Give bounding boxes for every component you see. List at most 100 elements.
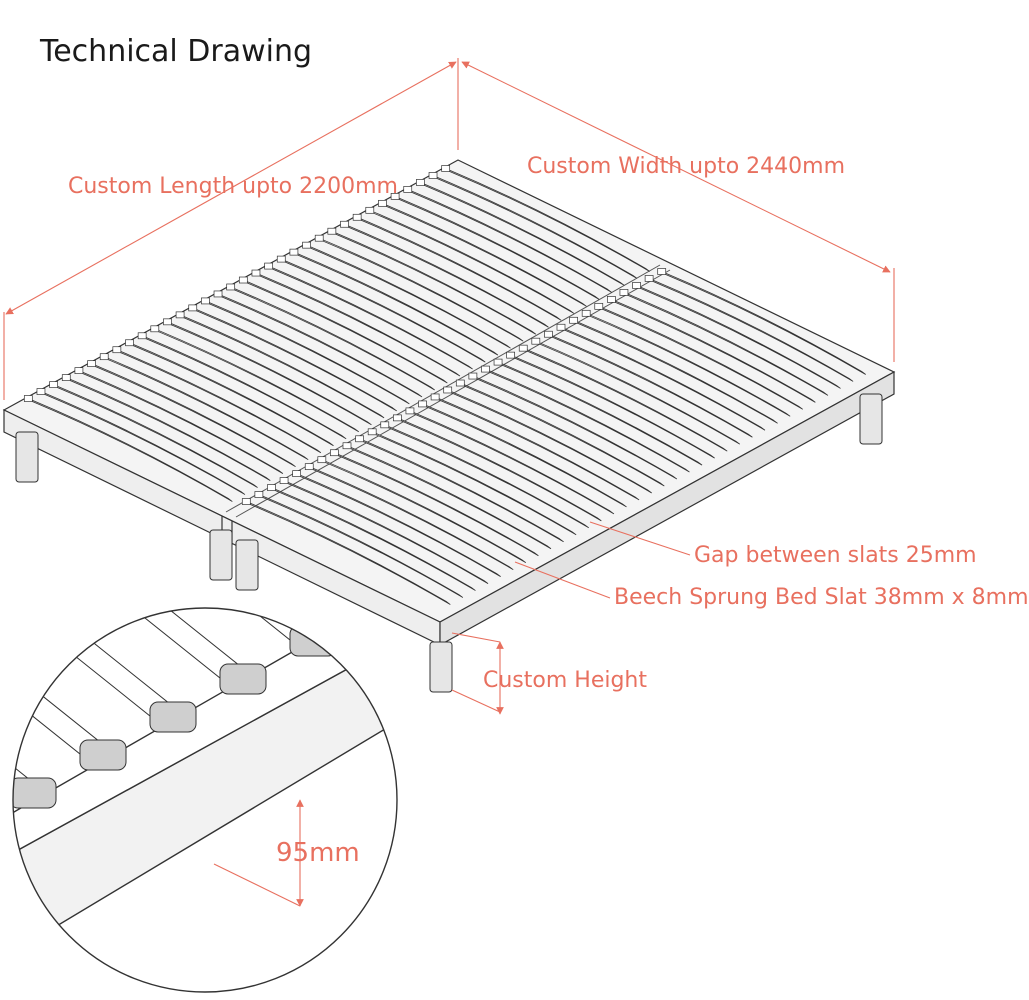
left-panel-slat-holder: [61, 374, 71, 381]
right-panel-slat: [522, 347, 728, 452]
right-panel-slat: [321, 459, 527, 564]
right-panel-slat: [422, 403, 627, 508]
left-panel-slat-holder: [99, 353, 109, 361]
right-panel-slat-holder: [443, 386, 453, 394]
right-panel-slat: [296, 473, 501, 577]
right-panel-slat-holder: [468, 372, 478, 380]
right-panel-slat-holder: [279, 477, 289, 484]
left-panel-slat-holder: [112, 346, 122, 354]
left-panel-slat-holder: [403, 186, 413, 193]
left-panel-slat-holder: [87, 360, 96, 368]
right-panel-slat-holder: [581, 309, 591, 317]
right-panel-slat-holder: [330, 449, 339, 457]
right-panel-slat-holder: [544, 330, 553, 338]
left-panel-slat-holder: [49, 381, 58, 388]
left-panel-slat: [28, 398, 233, 502]
left-panel-slat: [205, 300, 410, 405]
right-panel-slat: [585, 312, 791, 417]
right-panel-slat-holder: [518, 344, 528, 352]
right-panel-slat: [434, 396, 640, 501]
right-panel-slat-holder: [254, 491, 264, 498]
detail-slat-holder: [13, 777, 57, 809]
leg-back-right: [859, 393, 883, 445]
right-panel-slat-holder: [644, 275, 654, 282]
right-panel-slat: [308, 466, 514, 571]
right-panel-slat: [359, 438, 564, 543]
left-panel-slat-holder: [314, 234, 324, 242]
slat-label: Beech Sprung Bed Slat 38mm x 8mm: [614, 585, 1029, 610]
left-panel-slat-holder: [238, 276, 248, 284]
right-panel-slat-holder: [481, 365, 490, 373]
left-panel-slat-holder: [74, 367, 84, 374]
left-panel-slat-holder: [365, 206, 375, 214]
right-panel-slat: [560, 326, 766, 431]
right-panel-slat: [397, 417, 602, 522]
right-panel-slat-holder: [380, 421, 390, 429]
left-panel-slat: [129, 342, 334, 447]
detail-magnifier-circle: [12, 607, 398, 993]
right-panel-slat-holder: [493, 358, 503, 366]
right-panel-slat: [485, 368, 690, 473]
right-panel-slat-holder: [430, 393, 440, 401]
right-panel-slat-holder: [632, 282, 641, 289]
left-panel-slat: [192, 307, 397, 412]
left-panel-slat-holder: [251, 269, 261, 277]
left-panel-slat: [103, 356, 309, 461]
right-panel-slat: [346, 445, 552, 550]
detail-slat-holder: [79, 739, 127, 771]
leg-front-right: [429, 641, 453, 693]
right-panel-slat-holder: [455, 379, 465, 387]
legs: [15, 393, 883, 693]
left-panel-slat: [141, 335, 347, 440]
right-panel-slat: [283, 480, 489, 584]
right-panel-slat: [409, 410, 615, 515]
left-panel-slat-holder: [175, 311, 185, 319]
left-panel-slat-holder: [213, 290, 223, 298]
right-panel-slat-holder: [506, 351, 515, 359]
left-panel-slat: [78, 370, 284, 474]
left-panel-slat: [167, 321, 372, 426]
right-panel-slat: [535, 340, 741, 445]
detail-slat-holder: [219, 663, 267, 695]
right-panel-slat: [472, 375, 678, 480]
leg-front-left: [15, 431, 39, 483]
left-panel-slat: [53, 384, 258, 488]
right-panel-slat-holder: [657, 268, 667, 275]
left-panel-slat-holder: [201, 297, 210, 305]
right-panel-slat-holder: [619, 289, 629, 296]
frame-depth-label: 95mm: [276, 838, 360, 868]
leg-center-left: [209, 529, 233, 581]
right-panel-slat-holder: [418, 400, 427, 408]
left-panel-slat-holder: [302, 241, 311, 249]
leg-center-right: [235, 539, 259, 591]
right-panel-slat: [510, 354, 715, 459]
right-panel-slat: [271, 487, 476, 591]
right-panel-slat: [460, 382, 665, 487]
right-panel-slat-holder: [393, 414, 402, 422]
left-panel-slat-holder: [226, 283, 236, 291]
technical-drawing: Technical Drawing Custom Length upto 220…: [2, 34, 1029, 993]
left-panel-slat-holder: [428, 172, 438, 179]
left-panel-slat-holder: [289, 248, 299, 256]
right-panel-slat: [246, 501, 451, 605]
right-panel-slat: [384, 424, 590, 529]
left-panel-slat-holder: [352, 213, 362, 221]
right-panel-slat-holder: [405, 407, 415, 415]
left-panel-slat-holder: [340, 220, 349, 228]
left-panel-slat-holder: [264, 262, 273, 270]
detail-slat-holder: [149, 701, 197, 733]
left-panel-slat: [66, 377, 271, 481]
right-panel-slat: [611, 298, 816, 403]
right-panel-slat: [258, 494, 464, 598]
right-panel-slat-holder: [594, 302, 604, 310]
left-panel-slat-holder: [276, 255, 286, 263]
right-panel-slat: [447, 389, 652, 494]
right-panel-slat: [661, 271, 866, 375]
width-dimension-line: [461, 61, 891, 273]
right-panel-slat: [371, 431, 577, 536]
right-panel-slat: [573, 319, 778, 424]
right-panel-slat-holder: [317, 456, 327, 464]
right-panel-slat-holder: [607, 296, 616, 303]
bed-frame-illustration: [2, 58, 896, 993]
left-panel-slat: [40, 391, 246, 495]
